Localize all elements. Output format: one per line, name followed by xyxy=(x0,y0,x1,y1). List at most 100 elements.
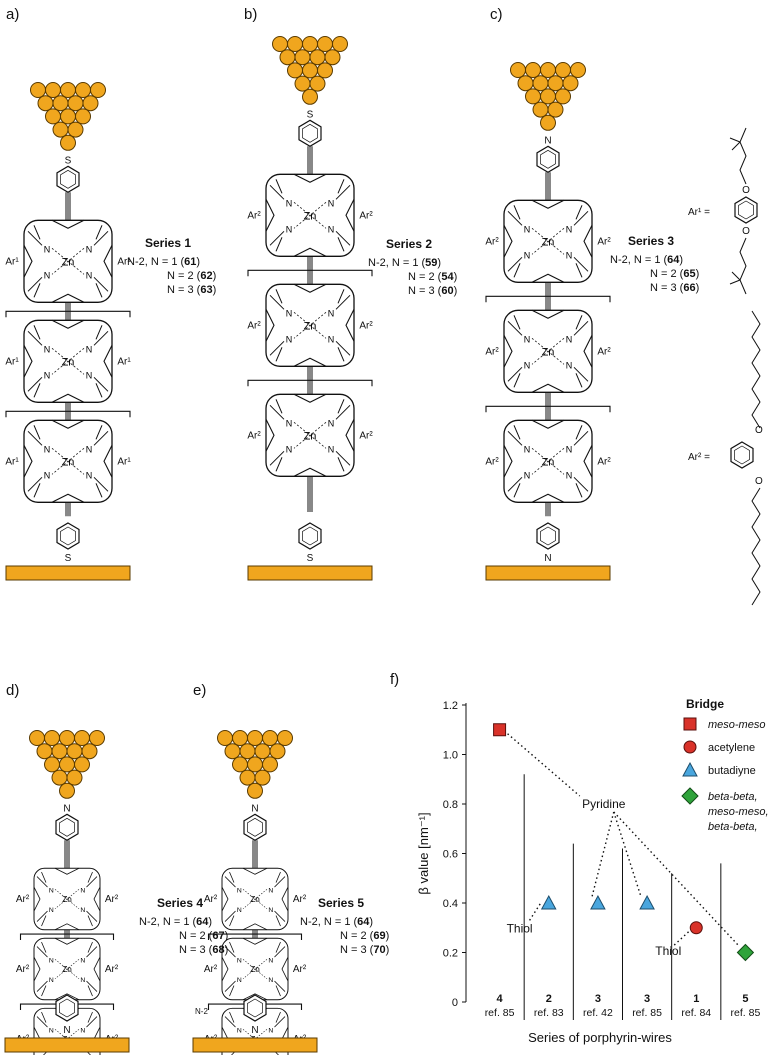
ar-label-right: Ar² xyxy=(597,236,611,247)
ar-label-right: Ar² xyxy=(359,430,373,441)
category-ref: ref. 85 xyxy=(632,1007,662,1019)
data-point-triangle xyxy=(639,894,655,910)
panel-label: c) xyxy=(490,6,503,23)
ar-label-right: Ar² xyxy=(359,210,373,221)
cluster-gold-atom xyxy=(302,36,318,52)
panel-label: e) xyxy=(193,682,206,699)
ar1-definition: Ar¹ = xyxy=(688,207,710,218)
cluster-gold-atom xyxy=(51,743,68,760)
cluster-gold-atom xyxy=(317,36,333,52)
legend-marker-circle xyxy=(683,740,697,754)
ar-label-right: Ar² xyxy=(293,964,307,975)
series-compound-line: N = 2 (65) xyxy=(650,268,699,280)
annotation-thiol: Thiol xyxy=(655,944,681,958)
cluster-gold-atom xyxy=(60,134,76,151)
cluster-gold-atom xyxy=(247,782,263,799)
anchor-atom: S xyxy=(307,109,314,120)
cluster-gold-atom xyxy=(59,782,75,799)
connector-square-pyridine xyxy=(507,733,581,797)
annotation-pyridine: Pyridine xyxy=(582,797,626,811)
cluster-gold-atom xyxy=(247,756,263,773)
annotation-thiol: Thiol xyxy=(507,922,533,936)
category-number: 1 xyxy=(693,993,699,1005)
x-axis-label: Series of porphyrin-wires xyxy=(528,1030,672,1045)
y-axis-label: β value [nm⁻¹] xyxy=(416,812,431,894)
anchor-atom: S xyxy=(65,155,72,166)
cluster-gold-atom xyxy=(332,36,348,52)
cluster-gold-atom xyxy=(525,88,541,105)
cluster-gold-atom xyxy=(30,82,46,98)
cluster-gold-atom xyxy=(51,769,68,786)
ar-label-right: Ar¹ xyxy=(117,456,131,467)
cluster-gold-atom xyxy=(37,95,54,112)
cluster-gold-atom xyxy=(67,121,84,138)
y-tick-label: 1.2 xyxy=(443,700,458,712)
cluster-gold-atom xyxy=(287,62,303,79)
cluster-gold-atom xyxy=(66,743,83,760)
category-number: 4 xyxy=(497,993,504,1005)
y-tick-label: 0.6 xyxy=(443,849,458,861)
porphyrin-unit-3 xyxy=(23,419,113,503)
panel-label: b) xyxy=(244,6,257,23)
cluster-gold-atom xyxy=(59,730,75,746)
ar2-chain-bottom xyxy=(751,487,761,606)
repeat-bracket xyxy=(247,269,373,277)
ar2-oxygen-bottom: O xyxy=(755,476,763,487)
aryl-ring-bottom xyxy=(243,994,267,1022)
cluster-gold-atom xyxy=(525,62,541,78)
cluster-gold-atom xyxy=(74,730,90,746)
connector-thiol-point xyxy=(673,929,691,946)
cluster-gold-atom xyxy=(294,49,311,66)
ar-label-right: Ar² xyxy=(597,346,611,357)
ar-label-left: Ar¹ xyxy=(5,456,19,467)
y-tick-label: 0.2 xyxy=(443,948,458,960)
cluster-gold-atom xyxy=(247,730,263,746)
gold-substrate xyxy=(192,1037,318,1053)
y-tick-label: 0.4 xyxy=(443,898,458,910)
porphyrin-unit-2 xyxy=(23,319,113,403)
data-point-square xyxy=(493,723,507,737)
series-compound-line: N = 2 (69) xyxy=(340,930,389,942)
aryl-ring-bottom xyxy=(55,994,79,1022)
ar-label-left: Ar² xyxy=(16,894,30,905)
legend-label: meso-meso xyxy=(708,719,765,731)
cluster-gold-atom xyxy=(540,62,556,78)
ar-label-left: Ar² xyxy=(485,346,499,357)
cluster-gold-atom xyxy=(254,743,271,760)
data-point-triangle xyxy=(590,894,606,910)
connector-thiol-point xyxy=(528,902,542,921)
legend-label: butadiyne xyxy=(708,765,756,777)
cluster-gold-atom xyxy=(254,769,271,786)
cluster-gold-atom xyxy=(262,756,278,773)
ar2-definition: Ar² = xyxy=(688,452,710,463)
cluster-gold-atom xyxy=(59,756,75,773)
cluster-gold-atom xyxy=(277,730,293,746)
connector-pyridine-point xyxy=(591,811,615,898)
repeat-bracket xyxy=(5,410,131,418)
cluster-gold-atom xyxy=(74,756,90,773)
series-compound-line: N = 2 (54) xyxy=(408,271,457,283)
series-title: Series 1 xyxy=(145,236,191,250)
cluster-gold-atom xyxy=(67,95,84,112)
cluster-gold-atom xyxy=(90,82,106,98)
anchor-atom: N xyxy=(544,135,551,146)
ar-label-left: Ar² xyxy=(204,964,218,975)
series-compound-line: N = 3 (60) xyxy=(408,285,457,297)
cluster-gold-atom xyxy=(540,114,556,131)
alkyne-linker xyxy=(252,839,258,869)
cluster-gold-atom xyxy=(570,62,586,78)
cluster-gold-atom xyxy=(232,756,248,773)
series-title: Series 4 xyxy=(157,896,203,910)
connector-pyridine-point xyxy=(613,811,740,947)
porphyrin-unit-1 xyxy=(265,173,355,257)
alkyne-linker-bottom xyxy=(65,501,71,517)
series-title: Series 5 xyxy=(318,896,364,910)
legend-marker-diamond xyxy=(681,787,699,805)
ar-label-left: Ar² xyxy=(485,456,499,467)
gold-substrate xyxy=(5,565,131,581)
anchor-atom-bottom: S xyxy=(307,553,314,564)
alkyne-linker-bottom xyxy=(307,475,313,513)
panel-label: a) xyxy=(6,6,19,23)
